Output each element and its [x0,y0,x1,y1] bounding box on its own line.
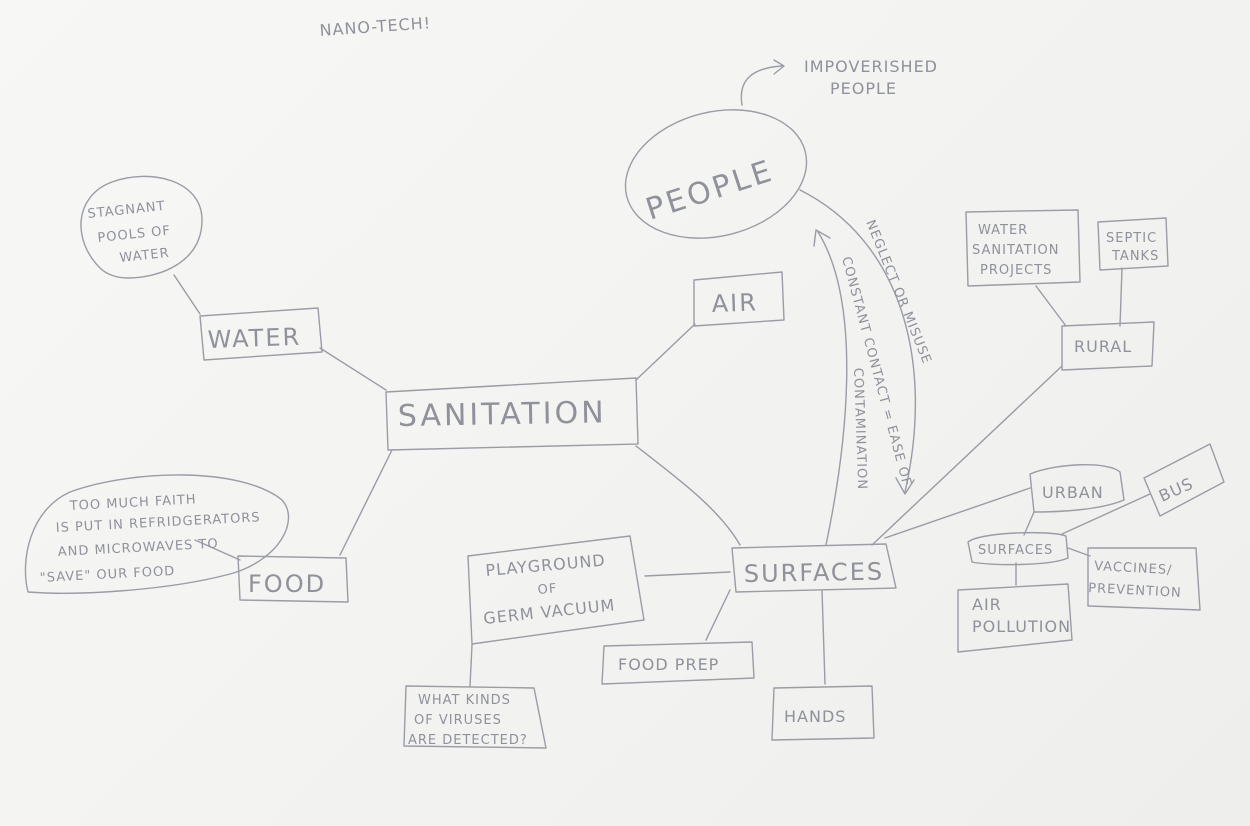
node-bus: BUS [1143,443,1225,517]
node-vaccines: VACCINES/ PREVENTION [1087,547,1201,611]
projects-line-3: PROJECTS [980,263,1052,278]
faith-line-4: "SAVE" OUR FOOD [39,564,175,586]
viruses-line-2: OF VIRUSES [414,713,502,728]
faith-line-1: TOO MUCH FAITH [68,492,197,514]
link-urban-surfaces [1023,511,1035,536]
foodprep-label: FOOD PREP [618,655,719,674]
link-surfaces-urban [884,487,1031,539]
arrow-people-to-surfaces [799,189,917,493]
stagnant-line-1: STAGNANT [87,199,166,222]
node-air-pollution: AIR POLLUTION [957,583,1073,653]
airpollution-line-1: AIR [972,595,1002,614]
node-air: AIR [693,271,785,327]
link-water-stagnant [173,274,201,315]
node-surfaces: SURFACES [731,543,897,593]
viruses-line-1: WHAT KINDS [418,693,511,708]
note-stagnant: STAGNANT POOLS OF WATER [80,175,203,279]
link-surfaces-playground [644,571,731,577]
link-center-surfaces [635,445,741,546]
bus-label: BUS [1156,474,1196,506]
node-sanitation: SANITATION [385,377,639,451]
airpollution-line-2: POLLUTION [972,617,1071,636]
water-label: WATER [207,323,301,354]
connectors [173,59,1151,687]
title: NANO-TECH! [319,13,432,40]
hands-label: HANDS [784,707,846,726]
playground-line-2: OF [537,581,558,598]
link-urban-bus [1061,493,1151,535]
node-septic: SEPTIC TANKS [1097,217,1169,271]
link-surfaces-vaccines [1067,547,1091,557]
urban-label: URBAN [1042,483,1104,502]
impoverished-line-1: IMPOVERISHED [804,57,938,76]
sanitation-label: SANITATION [398,395,607,434]
node-hands: HANDS [771,685,875,741]
arrow-surfaces-to-people [817,231,848,546]
air-label: AIR [711,288,758,318]
note-playground: PLAYGROUND OF GERM VACUUM [467,535,645,645]
note-viruses: WHAT KINDS OF VIRUSES ARE DETECTED? [403,685,547,749]
arrowhead-neglect [895,477,915,495]
link-people-impoverished [740,65,783,106]
food-label: FOOD [248,570,326,598]
node-people: PEOPLE [624,109,808,239]
node-food-prep: FOOD PREP [601,641,755,685]
arrowhead-impoverished [773,59,785,75]
rural-label: RURAL [1074,337,1132,356]
playground-line-1: PLAYGROUND [485,551,607,580]
projects-line-2: SANITATION [972,243,1060,258]
impoverished-line-2: PEOPLE [830,79,897,98]
faith-line-2: IS PUT IN REFRIDGERATORS [55,510,261,536]
node-water: WATER [199,307,323,361]
node-surfaces-small: SURFACES [967,531,1069,566]
link-rural-septic [1119,267,1123,327]
link-playground-viruses [469,644,473,687]
link-surfaces-rural [871,365,1063,546]
node-urban: URBAN [1029,464,1125,513]
surfaces-small-label: SURFACES [978,543,1053,558]
septic-line-2: TANKS [1111,249,1159,264]
faith-line-3: AND MICROWAVES TO [57,537,219,560]
stagnant-line-2: POOLS OF [97,223,172,246]
vaccines-line-1: VACCINES/ [1094,559,1173,578]
link-center-food [339,449,393,556]
node-food: FOOD [237,555,349,603]
surfaces-label: SURFACES [744,558,885,588]
link-rural-projects [1035,285,1067,327]
arrowhead-contact [813,229,831,247]
stagnant-line-3: WATER [119,246,171,266]
people-label: PEOPLE [642,153,779,227]
link-surfaces-hands [821,589,826,685]
contact-line-2: CONTAMINATION [850,368,869,491]
septic-line-1: SEPTIC [1106,231,1157,246]
node-rural: RURAL [1061,321,1155,371]
viruses-line-3: ARE DETECTED? [408,733,528,748]
note-impoverished: IMPOVERISHED PEOPLE [804,57,938,98]
playground-line-3: GERM VACUUM [482,595,616,628]
link-food-faith [194,539,241,561]
vaccines-line-2: PREVENTION [1088,581,1182,601]
node-water-projects: WATER SANITATION PROJECTS [965,209,1081,287]
link-center-water [319,347,387,391]
projects-line-1: WATER [978,223,1028,238]
link-surfaces-foodprep [705,589,731,641]
link-center-air [635,323,696,381]
